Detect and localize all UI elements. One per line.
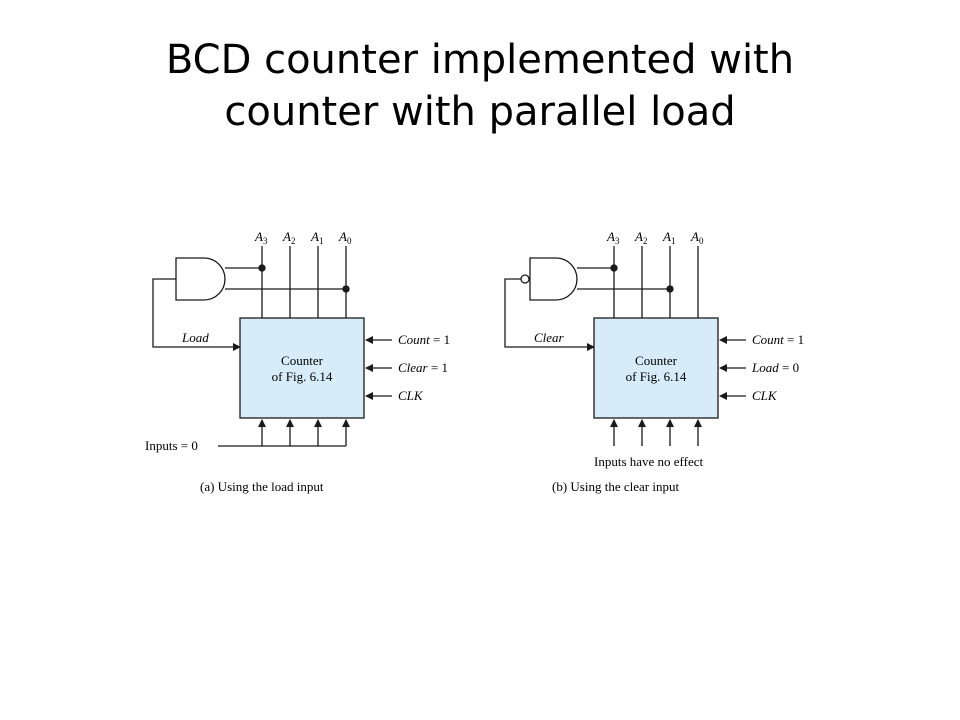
count-label: Count = 1 <box>752 332 804 347</box>
clk-label: CLK <box>398 388 424 403</box>
output-label-a3: A3 <box>606 229 620 246</box>
output-label-a2: A2 <box>634 229 647 246</box>
junction-dot <box>342 285 350 293</box>
counter-label-1: Counter <box>281 353 324 368</box>
output-label-a0: A0 <box>338 229 352 246</box>
and-gate <box>175 257 226 301</box>
clear-label: Clear = 1 <box>398 360 448 375</box>
output-label-a1: A1 <box>662 229 675 246</box>
caption-b: (b) Using the clear input <box>552 479 679 494</box>
output-label-a0: A0 <box>690 229 704 246</box>
inputs-label: Inputs = 0 <box>145 438 198 453</box>
junction-dot <box>610 264 618 272</box>
inputs-label: Inputs have no effect <box>594 454 704 469</box>
diagram-a-labels: A3 A2 A1 A0 Load Counter of Fig. 6.14 Co… <box>145 229 450 494</box>
counter-box <box>593 317 719 419</box>
load-feedback-wire <box>152 278 241 351</box>
clear-feedback-label: Clear <box>534 330 565 345</box>
output-label-a3: A3 <box>254 229 268 246</box>
clk-label: CLK <box>752 388 778 403</box>
counter-label-1: Counter <box>635 353 678 368</box>
diagram-b <box>504 246 746 446</box>
junction-dot <box>666 285 674 293</box>
diagram-a <box>152 246 392 447</box>
caption-a: (a) Using the load input <box>200 479 324 494</box>
junction-dot <box>258 264 266 272</box>
title-line-1: BCD counter implemented with <box>165 37 795 83</box>
clear-feedback-wire <box>504 278 595 351</box>
counter-box <box>239 317 365 419</box>
slide-title: BCD counter implemented with counter wit… <box>0 34 960 138</box>
counter-label-2: of Fig. 6.14 <box>272 369 333 384</box>
count-label: Count = 1 <box>398 332 450 347</box>
output-label-a2: A2 <box>282 229 295 246</box>
counter-label-2: of Fig. 6.14 <box>626 369 687 384</box>
output-label-a1: A1 <box>310 229 323 246</box>
load-label: Load = 0 <box>751 360 799 375</box>
title-line-2: counter with parallel load <box>224 89 736 135</box>
diagram-b-labels: A3 A2 A1 A0 Clear Counter of Fig. 6.14 C… <box>534 229 804 494</box>
load-label: Load <box>181 330 209 345</box>
nand-gate <box>529 257 578 301</box>
inversion-bubble <box>520 274 530 284</box>
